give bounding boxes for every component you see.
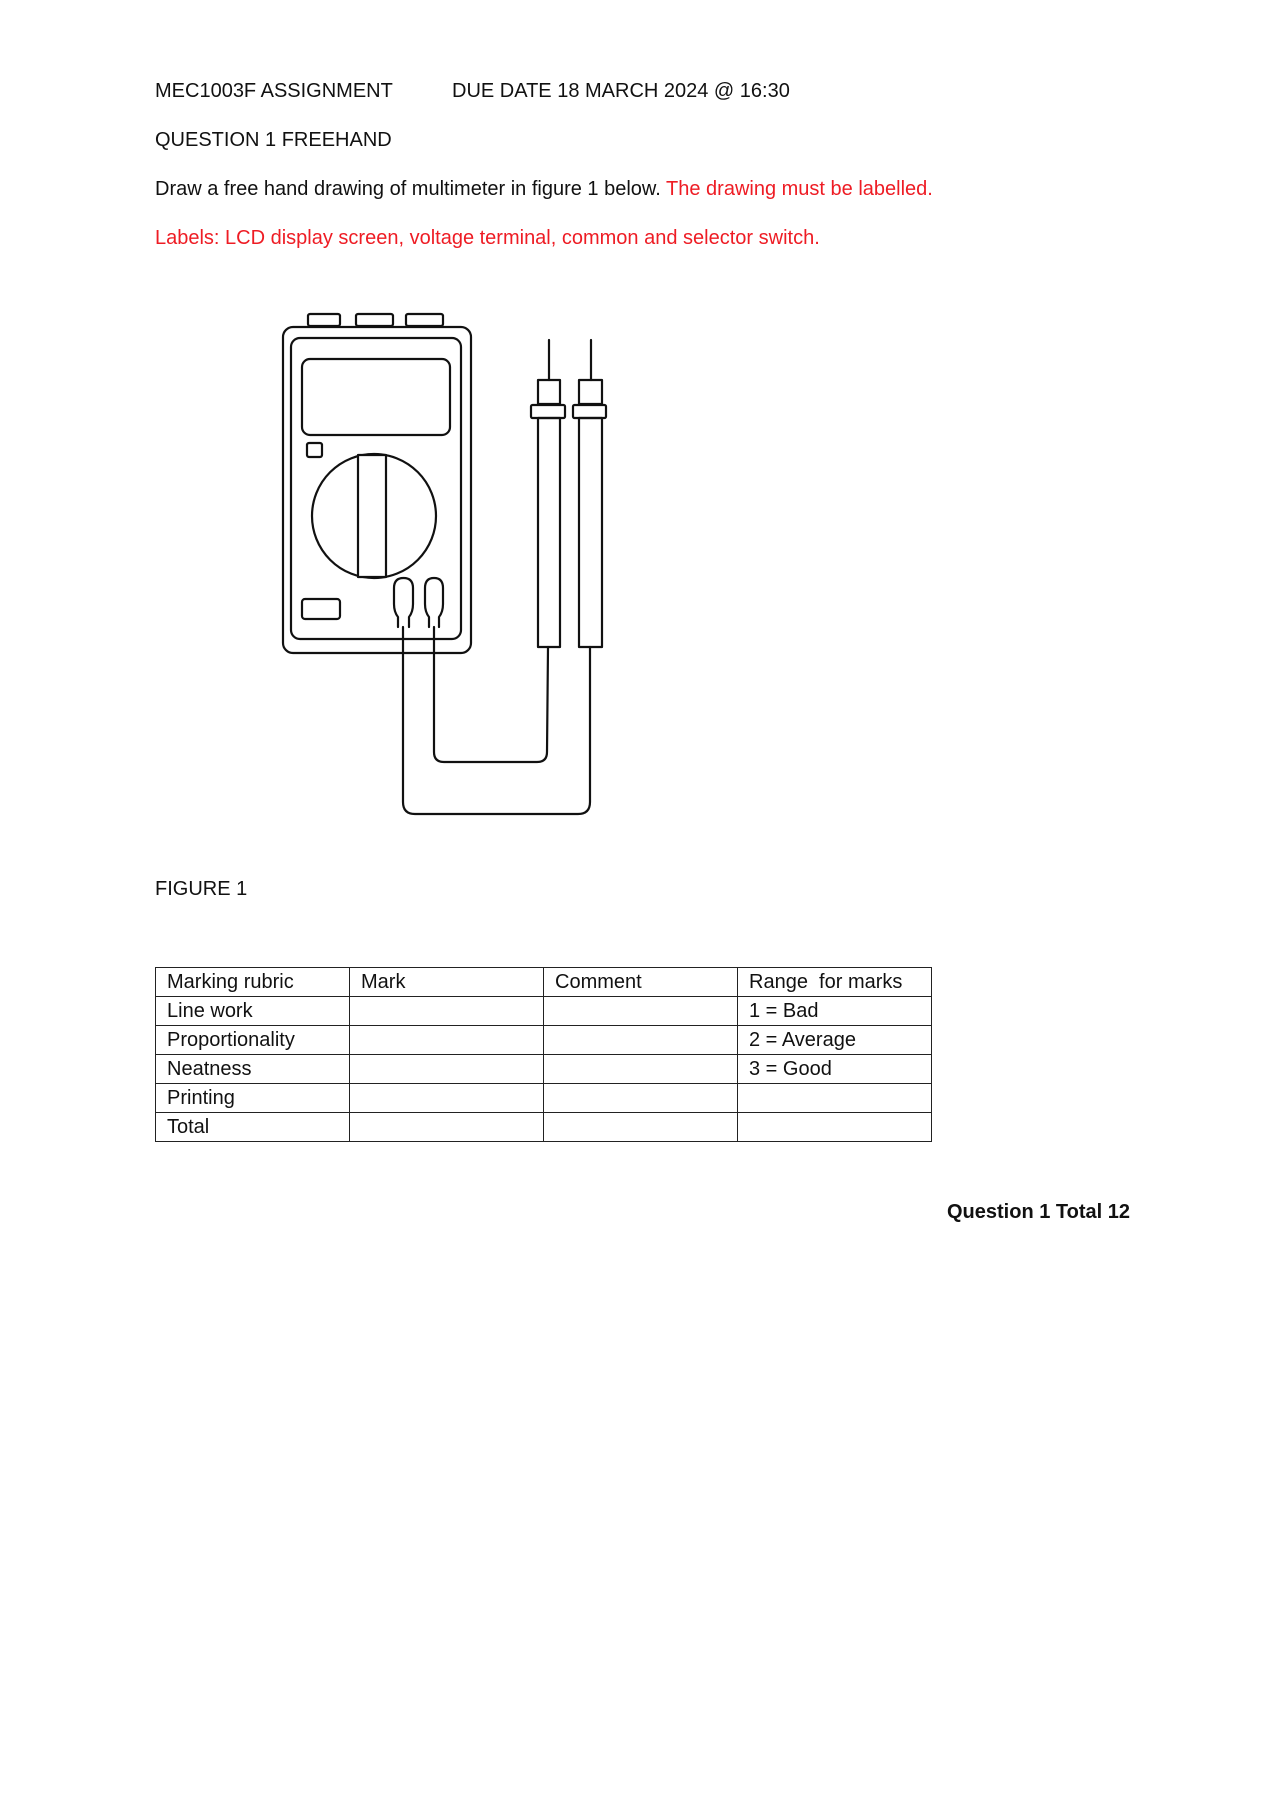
test-lead-inner — [432, 625, 550, 764]
top-button-icon — [404, 312, 445, 328]
comment-cell[interactable] — [543, 1025, 738, 1055]
lcd-display-screen — [300, 357, 452, 437]
table-header-row: Marking rubric Mark Comment Range for ma… — [155, 967, 932, 997]
labels-line: Labels: LCD display screen, voltage term… — [155, 227, 820, 249]
criterion-cell: Line work — [155, 996, 350, 1026]
table-row: Proportionality 2 = Average — [155, 1025, 932, 1055]
power-button-icon — [300, 597, 342, 621]
table-row: Neatness 3 = Good — [155, 1054, 932, 1084]
range-cell: 1 = Bad — [737, 996, 932, 1026]
figure-caption: FIGURE 1 — [155, 878, 248, 900]
range-cell: 3 = Good — [737, 1054, 932, 1084]
test-lead-outer — [401, 625, 592, 816]
multimeter-figure — [281, 312, 608, 816]
probe-grip-left — [536, 378, 562, 406]
selector-switch — [356, 453, 388, 579]
table-row: Line work 1 = Bad — [155, 996, 932, 1026]
instruction-text: Draw a free hand drawing of multimeter i… — [155, 178, 661, 200]
header-cell: Comment — [543, 967, 738, 997]
comment-cell[interactable] — [543, 1083, 738, 1113]
header-cell: Marking rubric — [155, 967, 350, 997]
mark-cell[interactable] — [349, 1112, 544, 1142]
top-button-icon — [354, 312, 395, 328]
header-cell: Range for marks — [737, 967, 932, 997]
due-date: DUE DATE 18 MARCH 2024 @ 16:30 — [452, 80, 790, 102]
marking-rubric-table: Marking rubric Mark Comment Range for ma… — [155, 967, 932, 1142]
probe-collar-left — [529, 403, 567, 420]
small-button-icon — [305, 441, 324, 459]
probe-body-left — [536, 416, 562, 649]
instruction-emphasis: The drawing must be labelled. — [666, 178, 933, 200]
comment-cell[interactable] — [543, 996, 738, 1026]
mark-cell[interactable] — [349, 996, 544, 1026]
multimeter-panel — [289, 336, 463, 641]
criterion-cell: Neatness — [155, 1054, 350, 1084]
probe-body-right — [577, 416, 604, 649]
multimeter-body — [281, 325, 473, 655]
question-total: Question 1 Total 12 — [947, 1201, 1130, 1223]
common-terminal — [392, 576, 415, 629]
criterion-cell: Proportionality — [155, 1025, 350, 1055]
mark-cell[interactable] — [349, 1025, 544, 1055]
criterion-cell: Printing — [155, 1083, 350, 1113]
mark-cell[interactable] — [349, 1083, 544, 1113]
top-button-icon — [306, 312, 342, 328]
question-instruction: Draw a free hand drawing of multimeter i… — [155, 177, 933, 201]
comment-cell[interactable] — [543, 1054, 738, 1084]
mark-cell[interactable] — [349, 1054, 544, 1084]
comment-cell[interactable] — [543, 1112, 738, 1142]
probe-grip-right — [577, 378, 604, 406]
probe-collar-right — [571, 403, 608, 420]
header-cell: Mark — [349, 967, 544, 997]
course-title: MEC1003F ASSIGNMENT — [155, 80, 393, 102]
range-cell: 2 = Average — [737, 1025, 932, 1055]
range-cell — [737, 1083, 932, 1113]
question-title: QUESTION 1 FREEHAND — [155, 129, 392, 151]
voltage-terminal — [423, 576, 445, 629]
criterion-cell: Total — [155, 1112, 350, 1142]
table-row: Total — [155, 1112, 932, 1142]
table-row: Printing — [155, 1083, 932, 1113]
range-cell — [737, 1112, 932, 1142]
